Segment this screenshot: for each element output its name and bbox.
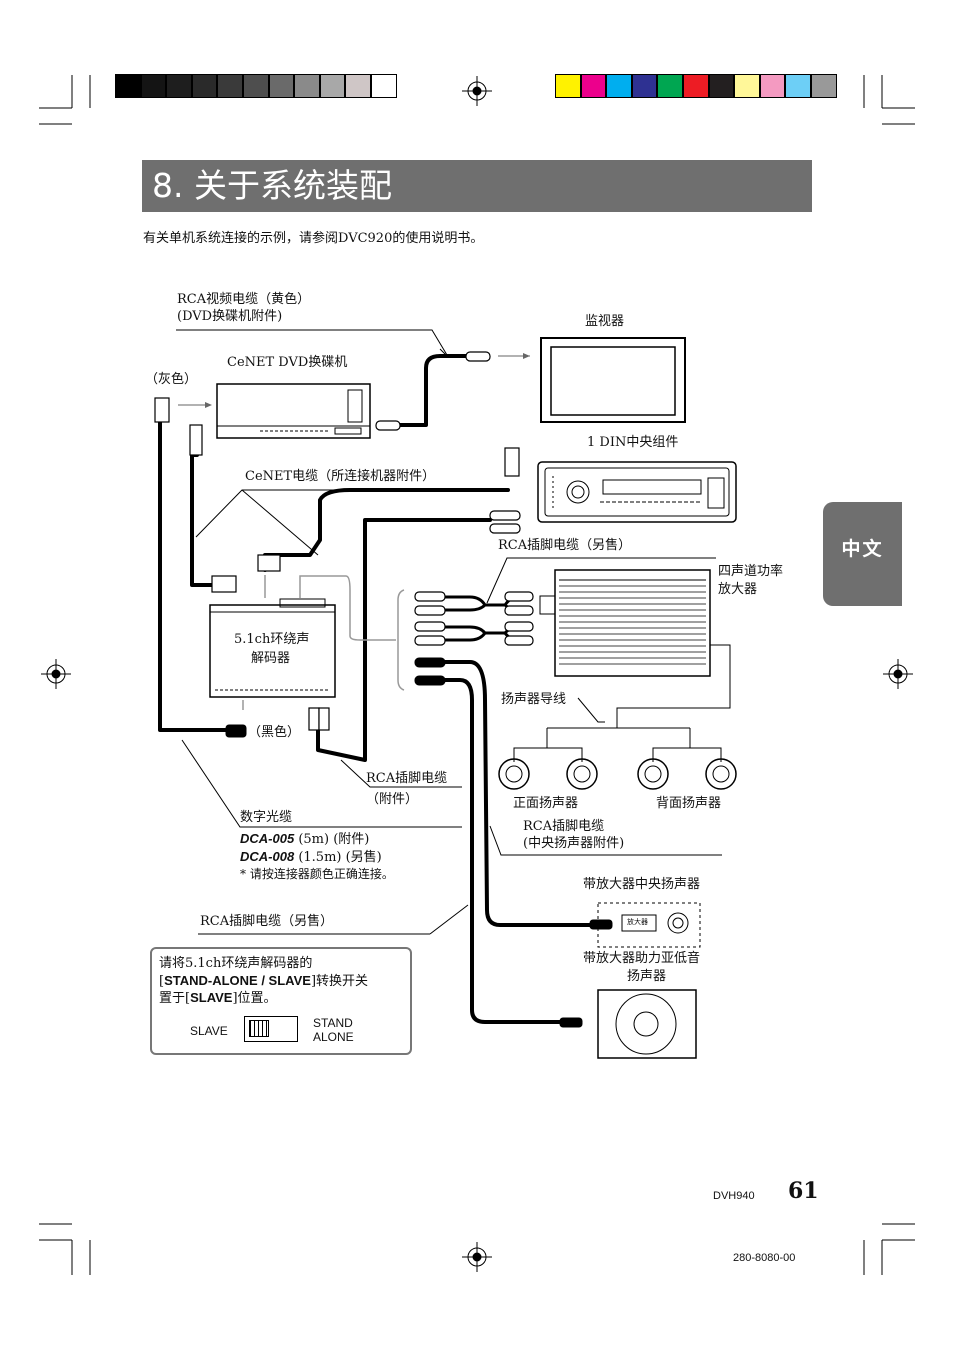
decoder <box>209 598 336 698</box>
footer-model: DVH940 <box>713 1190 755 1202</box>
subwoofer <box>597 989 697 1059</box>
note-slave-bold: SLAVE <box>190 990 233 1005</box>
label-1din-unit: 1 DIN中央组件 <box>587 435 679 450</box>
note-line-1: 请将5.1ch环绕声解码器的 <box>159 956 313 971</box>
label-dca008: DCA-008 (1.5m) (另售) <box>240 848 382 866</box>
color-strip-swatch <box>580 74 607 98</box>
label-rca-accessory-2: （附件） <box>366 792 419 807</box>
color-strip-swatch <box>606 74 632 98</box>
four-channel-amplifier <box>539 569 731 728</box>
language-tab-label: 中文 <box>841 538 884 560</box>
dvd-changer <box>216 383 371 439</box>
gray-strip-swatch <box>115 74 141 98</box>
switch-alone-label: ALONE <box>313 1030 354 1044</box>
label-rear-speakers: 背面扬声器 <box>656 796 722 811</box>
gray-strip-swatch <box>217 74 243 98</box>
dca005-desc: (5m) (附件) <box>294 832 370 847</box>
label-speaker-wire: 扬声器导线 <box>501 692 567 707</box>
gray-strip-swatch <box>345 74 371 98</box>
gray-strip-swatch <box>243 74 269 98</box>
intro-text: 有关单机系统连接的示例，请参阅DVC920的使用说明书。 <box>143 231 484 246</box>
cable-rca-sub <box>443 678 567 1024</box>
color-strip-swatch <box>708 74 735 98</box>
gray-strip-swatch <box>371 74 397 98</box>
cable-video <box>382 354 470 427</box>
cable-optical <box>158 416 242 732</box>
gray-strip-swatch <box>268 74 295 98</box>
dca008-model: DCA-008 <box>240 849 295 864</box>
doc-code: 280-8080-00 <box>733 1252 796 1264</box>
switch-knob <box>249 1020 269 1037</box>
color-strip-swatch <box>785 74 811 98</box>
note-line-3: 置于[SLAVE]位置。 <box>159 989 277 1007</box>
note-bracket: [ <box>159 974 165 989</box>
gray-strip-swatch <box>140 74 167 98</box>
label-decoder-2: 解码器 <box>251 651 291 666</box>
gray-strip-swatch <box>319 74 346 98</box>
label-rca-sold-separately: RCA插脚电缆（另售） <box>498 538 632 553</box>
label-rca-center-2: (中央扬声器附件) <box>523 836 625 851</box>
label-rca-video-cable: RCA视频电缆（黄色） <box>177 292 311 307</box>
color-strip-swatch <box>759 74 786 98</box>
head-unit <box>537 461 737 523</box>
label-rca-video-cable-note: (DVD换碟机附件) <box>177 309 283 324</box>
color-strip-swatch <box>734 74 760 98</box>
label-cenet-cable: CeNET电缆（所连接机器附件） <box>245 469 436 484</box>
color-strip-swatch <box>811 74 837 98</box>
label-gray: （灰色） <box>145 372 198 387</box>
label-rca-center: RCA插脚电缆 <box>523 819 605 834</box>
registration-mark-right <box>883 659 913 689</box>
color-strip-swatch <box>631 74 658 98</box>
language-tab: 中文 <box>823 502 902 606</box>
note-line-2: [STAND-ALONE / SLAVE]转换开关 <box>159 972 368 990</box>
switch-note-box: 请将5.1ch环绕声解码器的 [STAND-ALONE / SLAVE]转换开关… <box>150 947 412 1055</box>
label-amp-box: 放大器 <box>627 918 648 926</box>
label-rca-sold-separately-2: RCA插脚电缆（另售） <box>200 914 334 929</box>
speakers <box>498 727 737 790</box>
registration-mark-bottom <box>462 1242 492 1272</box>
note-line-2-tail: ]转换开关 <box>310 974 369 989</box>
color-strip-swatch <box>555 74 581 98</box>
label-4ch-amp-2: 放大器 <box>718 582 758 597</box>
label-optical-cable: 数字光缆 <box>240 810 293 825</box>
page-title: 8. 关于系统装配 <box>152 166 392 205</box>
color-strip-swatch <box>683 74 709 98</box>
label-black: （黑色） <box>248 725 301 740</box>
label-monitor: 监视器 <box>585 314 625 329</box>
gray-strip-swatch <box>191 74 218 98</box>
slide-switch <box>244 1016 298 1042</box>
label-dca005: DCA-005 (5m) (附件) <box>240 830 369 848</box>
registration-mark-top <box>462 76 492 106</box>
registration-mark-left <box>41 659 71 689</box>
note-line-3-tail: ]位置。 <box>232 991 277 1006</box>
cable-rca-decoder <box>316 518 492 762</box>
gray-strip-swatch <box>166 74 192 98</box>
cable-cenet-1 <box>190 453 222 587</box>
title-bar: 8. 关于系统装配 <box>142 160 812 212</box>
monitor <box>540 337 686 423</box>
label-4ch-amp: 四声道功率 <box>718 564 784 579</box>
label-amp-center-speaker: 带放大器中央扬声器 <box>583 877 701 892</box>
switch-slave-label: SLAVE <box>190 1024 228 1038</box>
note-line-3-head: 置于[ <box>159 991 191 1006</box>
label-amp-subwoofer-2: 扬声器 <box>627 969 667 984</box>
color-strip-swatch <box>657 74 683 98</box>
label-rca-accessory: RCA插脚电缆 <box>366 771 448 786</box>
switch-stand-label: STAND <box>313 1016 353 1030</box>
cable-rca-center <box>443 660 592 927</box>
label-decoder: 5.1ch环绕声 <box>234 632 310 647</box>
page-number: 61 <box>788 1178 819 1204</box>
color-note: * 请按连接器颜色正确连接。 <box>240 867 394 881</box>
center-speaker <box>597 902 701 948</box>
gray-strip-swatch <box>294 74 320 98</box>
label-cenet-dvd-changer: CeNET DVD换碟机 <box>227 355 348 370</box>
note-switch-name: STAND-ALONE / SLAVE <box>164 973 311 988</box>
label-front-speakers: 正面扬声器 <box>513 796 579 811</box>
label-amp-subwoofer: 带放大器助力亚低音 <box>583 951 701 966</box>
cable-cenet-2 <box>263 488 510 572</box>
dca008-desc: (1.5m) (另售) <box>294 850 382 865</box>
dca005-model: DCA-005 <box>240 831 295 846</box>
